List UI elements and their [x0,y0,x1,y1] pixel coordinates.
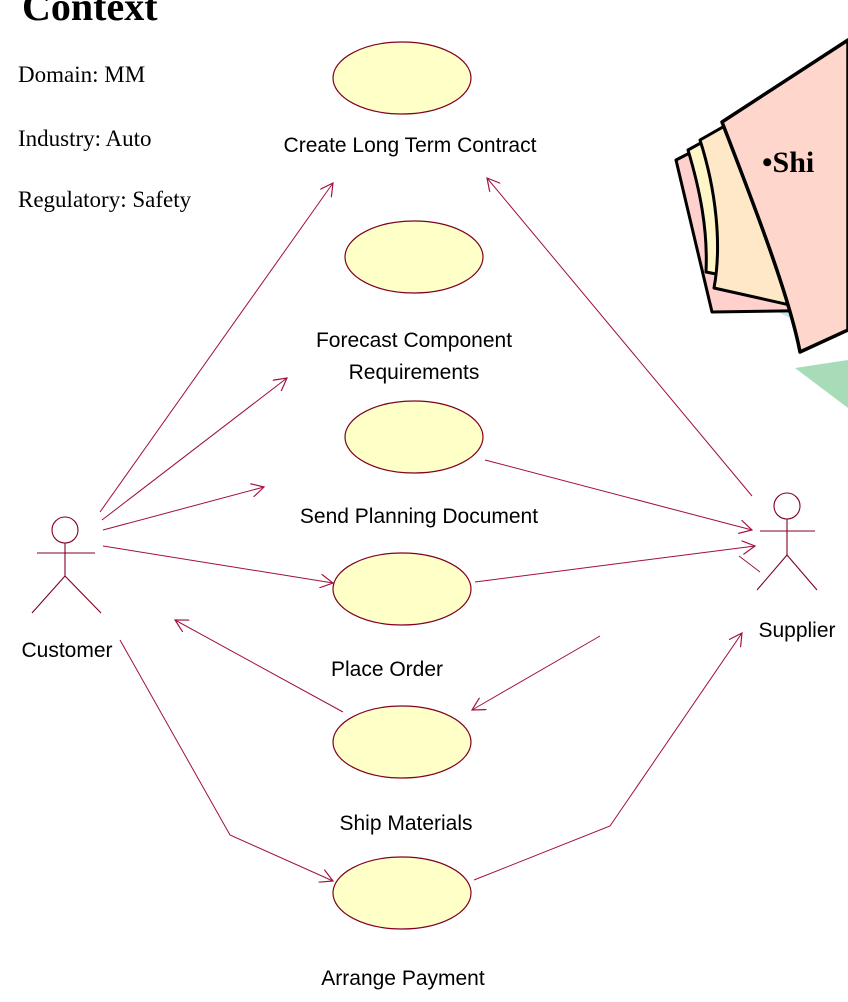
use-case-forecast-component-requirements[interactable] [344,220,484,294]
actor-customer[interactable] [31,516,102,614]
use-case-label-arrange-payment: Arrange Payment [321,967,485,990]
page-title: Context [22,0,158,29]
note-text: •Shi [762,146,814,179]
assoc-place-order-supplier [474,546,755,583]
use-case-create-long-term-contract[interactable] [332,41,472,115]
use-case-label-place-order: Place Order [331,658,443,681]
actor-label-customer: Customer [21,639,112,662]
context-regulatory: Regulatory: Safety [18,187,192,212]
assoc-customer-send-planning [102,487,264,531]
customer-left-leg [31,575,66,614]
assoc-send-planning-supplier [484,459,752,530]
use-case-send-planning-document[interactable] [344,400,484,474]
actor-label-supplier: Supplier [758,619,835,642]
customer-right-leg [64,575,102,614]
assoc-supplier-ship-materials [472,635,601,710]
assoc-customer-create-contract [99,183,333,513]
assoc-ship-materials-customer [175,620,344,713]
assoc-supplier-create-contract [487,178,753,497]
note-tail-green [795,360,848,408]
use-case-label-forecast-line1: Forecast Component [316,329,512,352]
use-case-label-send-planning: Send Planning Document [300,505,538,528]
assoc-customer-arrange-payment [119,639,333,881]
use-case-label-create-contract: Create Long Term Contract [284,134,537,157]
note-stack: •Shi [674,38,848,408]
use-case-place-order[interactable] [332,552,472,626]
context-industry: Industry: Auto [18,126,152,151]
supplier-left-leg [756,554,788,591]
use-case-arrange-payment[interactable] [332,856,472,930]
actor-supplier[interactable] [756,492,818,591]
use-case-ship-materials[interactable] [332,705,472,779]
supplier-side-tick [738,555,761,573]
assoc-customer-forecast [101,378,287,521]
supplier-right-leg [786,554,818,591]
assoc-arrange-payment-supplier [473,633,742,881]
assoc-customer-place-order [102,545,333,583]
customer-head [51,516,79,544]
use-case-label-ship-materials: Ship Materials [339,812,472,835]
note-sheet-front [720,38,848,354]
use-case-label-forecast-line2: Requirements [349,361,480,384]
context-domain: Domain: MM [18,62,145,87]
supplier-head [773,492,801,520]
